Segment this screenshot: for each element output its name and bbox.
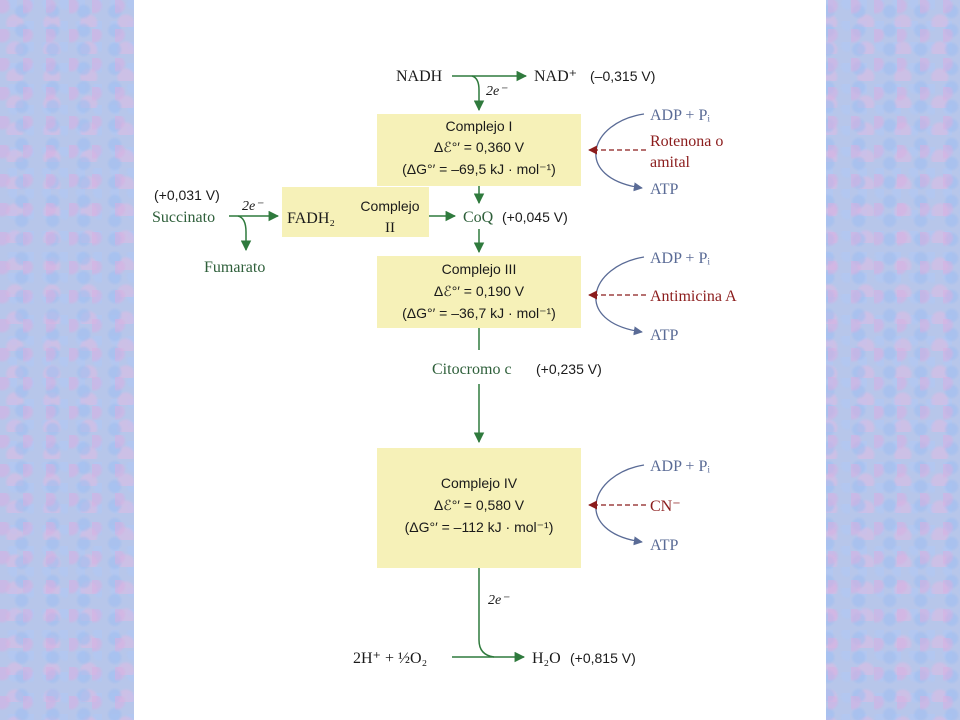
cytochrome-label: Citocromo c [432, 361, 512, 378]
nad-label: NAD⁺ [534, 68, 577, 85]
complex-iii-inhibitor: Antimicina A [650, 288, 737, 305]
water-label: H₂O [532, 650, 561, 667]
electron-transport-diagram: NADH 2e⁻ NAD⁺ (–0,315 V) Complejo I Δℰ°′… [152, 68, 737, 667]
complex-i-potential: Δℰ°′ = 0,360 V [434, 139, 525, 155]
water-potential: (+0,815 V) [570, 650, 636, 666]
complex-iv-name: Complejo IV [441, 475, 518, 491]
complex-iv-potential: Δℰ°′ = 0,580 V [434, 497, 525, 513]
complex-iv-atp-curve [595, 464, 645, 546]
complex-i-inhibitor-1: Rotenona o [650, 133, 723, 150]
nad-potential: (–0,315 V) [590, 68, 655, 84]
complex-i-energy: (ΔG°′ = –69,5 kJ · mol⁻¹) [402, 161, 556, 177]
complex-iv-energy: (ΔG°′ = –112 kJ · mol⁻¹) [405, 519, 554, 535]
complex-ii-box [282, 187, 429, 237]
complex-ii-name-1: Complejo [360, 198, 419, 214]
complex-iii-potential: Δℰ°′ = 0,190 V [434, 283, 525, 299]
nadh-down-curve [471, 75, 485, 112]
cytochrome-potential: (+0,235 V) [536, 361, 602, 377]
nadh-label: NADH [396, 68, 443, 85]
electrons-label-bottom: 2e⁻ [488, 593, 510, 608]
complex-iv-box [377, 448, 581, 568]
complex-i-atp: ATP [650, 181, 679, 198]
complex-i-box [377, 114, 581, 186]
complex-iv-inhibitor: CN⁻ [650, 498, 681, 515]
complex-iii-adp: ADP + Pᵢ [650, 250, 710, 267]
succinate-to-fumarate-curve [237, 215, 252, 252]
complex-ii-name-2: II [385, 220, 395, 236]
complex-iv-atp: ATP [650, 537, 679, 554]
fumarate-label: Fumarato [204, 259, 265, 276]
succinate-label: Succinato [152, 209, 215, 226]
electrons-label-ii: 2e⁻ [242, 199, 264, 214]
oxygen-label: 2H⁺ + ½O₂ [353, 650, 427, 667]
complex-i-atp-curve [595, 113, 645, 192]
complex-i-name: Complejo I [446, 118, 513, 134]
coq-label: CoQ [463, 209, 494, 226]
complex-iii-atp: ATP [650, 327, 679, 344]
complex-i-adp: ADP + Pᵢ [650, 107, 710, 124]
electrons-label-top: 2e⁻ [486, 84, 508, 99]
succinate-potential: (+0,031 V) [154, 187, 220, 203]
complex-iv-adp: ADP + Pᵢ [650, 458, 710, 475]
complex-iii-box [377, 256, 581, 328]
complex-i-inhibitor-2: amital [650, 154, 691, 171]
figure-page: NADH 2e⁻ NAD⁺ (–0,315 V) Complejo I Δℰ°′… [134, 0, 826, 720]
complex-iii-name: Complejo III [442, 261, 517, 277]
complex-iv-to-water-curve [478, 568, 495, 658]
fadh2-label: FADH₂ [287, 210, 335, 227]
coq-potential: (+0,045 V) [502, 209, 568, 225]
complex-iii-energy: (ΔG°′ = –36,7 kJ · mol⁻¹) [402, 305, 556, 321]
